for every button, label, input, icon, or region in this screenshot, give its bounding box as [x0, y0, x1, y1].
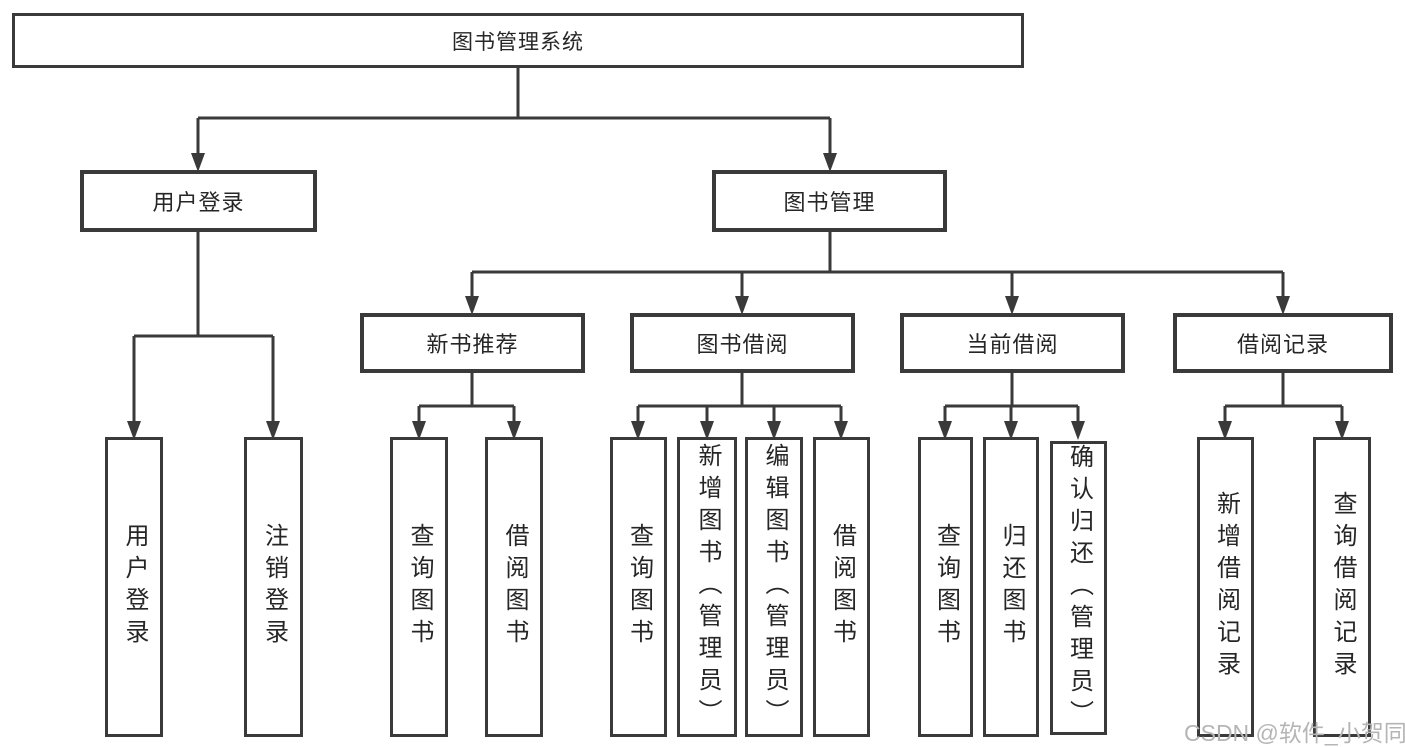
node-label: 确认归还（管理员） [1065, 444, 1093, 732]
leaf-query-books-recommend: 查询图书 [390, 437, 448, 737]
node-label: 编辑图书（管理员） [761, 443, 788, 731]
leaf-confirm-return-admin: 确认归还（管理员） [1050, 441, 1107, 735]
node-label: 用户登录 [121, 523, 148, 651]
leaf-add-book-admin: 新增图书（管理员） [677, 437, 737, 737]
leaf-query-books-borrow: 查询图书 [610, 437, 667, 737]
leaf-borrow-books-recommend: 借阅图书 [485, 437, 543, 737]
leaf-add-borrow-record: 新增借阅记录 [1197, 437, 1254, 737]
node-label: 借阅图书 [501, 523, 528, 651]
node-current-borrow: 当前借阅 [900, 313, 1125, 373]
leaf-return-books: 归还图书 [983, 437, 1039, 737]
node-label: 新增借阅记录 [1212, 491, 1240, 683]
node-label: 查询图书 [406, 523, 433, 651]
node-new-book-recommend: 新书推荐 [360, 313, 585, 373]
node-root-library-system: 图书管理系统 [12, 13, 1024, 68]
node-label: 新书推荐 [426, 332, 519, 357]
node-label: 借阅图书 [828, 523, 856, 651]
edge-borrow-record-children [1223, 373, 1344, 422]
node-label: 查询图书 [932, 523, 960, 651]
edge-root-to-level2 [196, 68, 832, 154]
node-book-borrow: 图书借阅 [630, 313, 855, 373]
leaf-logout: 注销登录 [244, 437, 303, 737]
edge-book-management-children [470, 232, 1285, 297]
edge-current-borrow-children [943, 373, 1080, 422]
leaf-edit-book-admin: 编辑图书（管理员） [745, 437, 803, 737]
edge-new-book-children [417, 373, 516, 422]
node-label: 查询借阅记录 [1329, 491, 1356, 683]
leaf-query-borrow-record: 查询借阅记录 [1313, 437, 1371, 737]
node-label: 归还图书 [998, 523, 1025, 651]
node-label: 用户登录 [152, 190, 245, 215]
node-label: 借阅记录 [1236, 332, 1329, 357]
node-book-management: 图书管理 [712, 170, 947, 232]
node-borrow-records: 借阅记录 [1173, 313, 1393, 373]
leaf-borrow-books-borrow: 借阅图书 [813, 437, 870, 737]
node-label: 新增图书（管理员） [694, 443, 721, 731]
edge-user-login-children [132, 232, 275, 422]
node-label: 查询图书 [625, 523, 653, 651]
leaf-user-login: 用户登录 [105, 437, 163, 737]
node-label: 图书管理系统 [452, 30, 584, 54]
node-label: 图书管理 [783, 190, 876, 215]
node-label: 注销登录 [260, 523, 288, 651]
leaf-query-books-current: 查询图书 [918, 437, 973, 737]
arrowheads [127, 153, 1349, 440]
node-label: 图书借阅 [696, 332, 789, 357]
node-label: 当前借阅 [966, 332, 1059, 357]
csdn-watermark: CSDN @软件_小贺同学 [1184, 720, 1405, 746]
edge-book-borrow-children [636, 373, 843, 422]
node-user-login: 用户登录 [80, 170, 317, 232]
